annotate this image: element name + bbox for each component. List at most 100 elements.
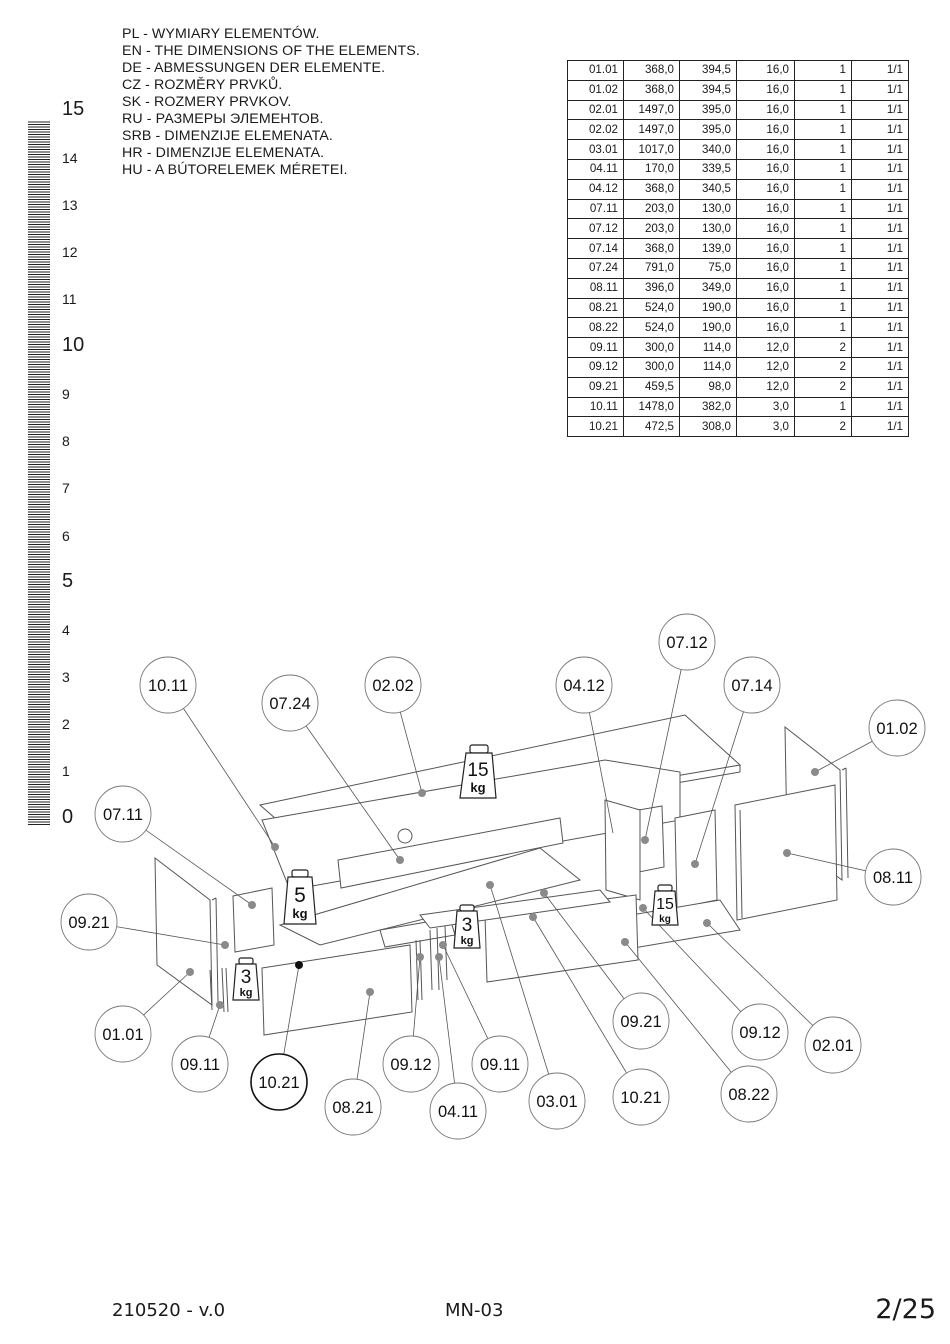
- callout-label: 09.12: [390, 1056, 431, 1074]
- callout-circle: [868, 699, 926, 757]
- callout-1021-center: 10.21: [612, 1068, 670, 1126]
- callout-0301: 03.01: [528, 1072, 586, 1130]
- callout-circle: [612, 1068, 670, 1126]
- callout-circle: [723, 656, 781, 714]
- callout-circle: [250, 1053, 308, 1111]
- weight-value-15-right: 15: [656, 896, 674, 913]
- callout-label: 09.21: [620, 1013, 661, 1031]
- table-cell: 1/1: [851, 416, 909, 438]
- callout-circle: [94, 1005, 152, 1063]
- exploded-assembly-diagram: 15 kg 5 kg 3 kg 3 kg 15 kg 10.1107.2402.…: [60, 613, 926, 1140]
- table-cell: 1/1: [851, 60, 909, 81]
- ruler-label-15: 15: [62, 98, 85, 120]
- table-cell: 1/1: [851, 139, 909, 160]
- title-cz: CZ - ROZMĚRY PRVKŮ.: [122, 77, 283, 93]
- ruler-label-12: 12: [62, 244, 78, 260]
- callout-label: 03.01: [536, 1093, 577, 1111]
- callout-circle: [139, 656, 197, 714]
- table-cell: 09.12: [567, 356, 624, 378]
- table-cell: 16,0: [736, 238, 795, 259]
- panel-0711: [232, 887, 275, 953]
- callout-label: 01.01: [102, 1026, 143, 1044]
- table-cell: 394,5: [679, 60, 737, 81]
- weight-unit-kg-15-right: kg: [659, 914, 671, 925]
- table-cell: 139,0: [679, 238, 737, 259]
- table-cell: 114,0: [679, 337, 737, 358]
- callout-circle: [60, 893, 118, 951]
- table-cell: 1497,0: [623, 119, 680, 141]
- table-cell: 16,0: [736, 198, 795, 220]
- callout-label: 09.12: [739, 1024, 780, 1042]
- callout-circle: [324, 1078, 382, 1136]
- side-left-0101: [154, 856, 213, 1006]
- callout-0921-left: 09.21: [60, 893, 118, 951]
- callout-label: 07.24: [269, 695, 310, 713]
- table-cell: 170,0: [623, 158, 680, 180]
- table-cell: 203,0: [623, 198, 680, 220]
- title-en: EN - THE DIMENSIONS OF THE ELEMENTS.: [122, 43, 420, 59]
- ruler-label-7: 7: [62, 480, 70, 496]
- callout-circle: [471, 1035, 529, 1093]
- callout-label: 08.22: [728, 1086, 769, 1104]
- ruler-label-10: 10: [62, 334, 85, 356]
- table-cell: 1/1: [851, 356, 909, 378]
- table-cell: 1/1: [851, 99, 909, 121]
- callout-label: 09.11: [180, 1056, 220, 1074]
- callout-circle: [429, 1082, 487, 1140]
- callout-circle: [720, 1065, 778, 1123]
- ruler-label-5: 5: [62, 570, 74, 592]
- table-cell: 04.12: [567, 178, 624, 200]
- table-cell: 190,0: [679, 317, 737, 339]
- callout-circle: [382, 1035, 440, 1093]
- callout-label: 07.12: [666, 634, 707, 652]
- callout-1011: 10.11: [139, 656, 197, 714]
- partition-0412: [604, 799, 641, 901]
- weight-icon-5kg: [283, 869, 317, 925]
- ruler-label-14: 14: [62, 150, 78, 166]
- callout-label: 04.11: [438, 1103, 478, 1121]
- table-cell: 07.12: [567, 218, 624, 240]
- table-cell: 1/1: [851, 119, 909, 141]
- title-pl: PL - WYMIARY ELEMENTÓW.: [122, 26, 320, 42]
- ruler-label-3: 3: [62, 669, 70, 685]
- table-cell: 3,0: [736, 416, 795, 438]
- callout-label: 10.11: [148, 677, 188, 695]
- table-cell: 16,0: [736, 79, 795, 101]
- weight-unit-kg-3-center: kg: [461, 935, 474, 947]
- ruler-label-2: 2: [62, 716, 70, 732]
- title-de: DE - ABMESSUNGEN DER ELEMENTE.: [122, 60, 386, 76]
- ruler-label-13: 13: [62, 197, 78, 213]
- table-cell: 349,0: [679, 277, 737, 299]
- table-cell: 98,0: [679, 376, 737, 398]
- ruler-label-6: 6: [62, 528, 70, 544]
- callout-label: 09.11: [480, 1056, 520, 1074]
- callout-0811: 08.11: [864, 848, 922, 906]
- callout-circle: [171, 1035, 229, 1093]
- weight-value-3-left: 3: [241, 967, 252, 988]
- weight-unit-kg-top: kg: [470, 780, 485, 795]
- callout-0412: 04.12: [555, 656, 613, 714]
- callout-0911-center: 09.11: [471, 1035, 529, 1093]
- callout-label: 07.14: [731, 677, 772, 695]
- document-code: 210520 - v.0: [112, 1300, 226, 1321]
- drawer-front-0821: [261, 944, 413, 1036]
- callout-label: 02.02: [372, 677, 413, 695]
- table-cell: 02.01: [567, 99, 624, 121]
- title-srb: SRB - DIMENZIJE ELEMENATA.: [122, 128, 333, 144]
- callout-label: 09.21: [68, 914, 109, 932]
- weight-unit-kg-3-left: kg: [240, 987, 253, 999]
- callout-0411: 04.11: [429, 1082, 487, 1140]
- ruler-label-11: 11: [62, 291, 77, 307]
- callout-label: 10.21: [620, 1089, 661, 1107]
- callout-0911-left: 09.11: [171, 1035, 229, 1093]
- ruler-label-0: 0: [62, 806, 74, 828]
- title-hr: HR - DIMENZIJE ELEMENATA.: [122, 145, 325, 161]
- callout-circle: [364, 656, 422, 714]
